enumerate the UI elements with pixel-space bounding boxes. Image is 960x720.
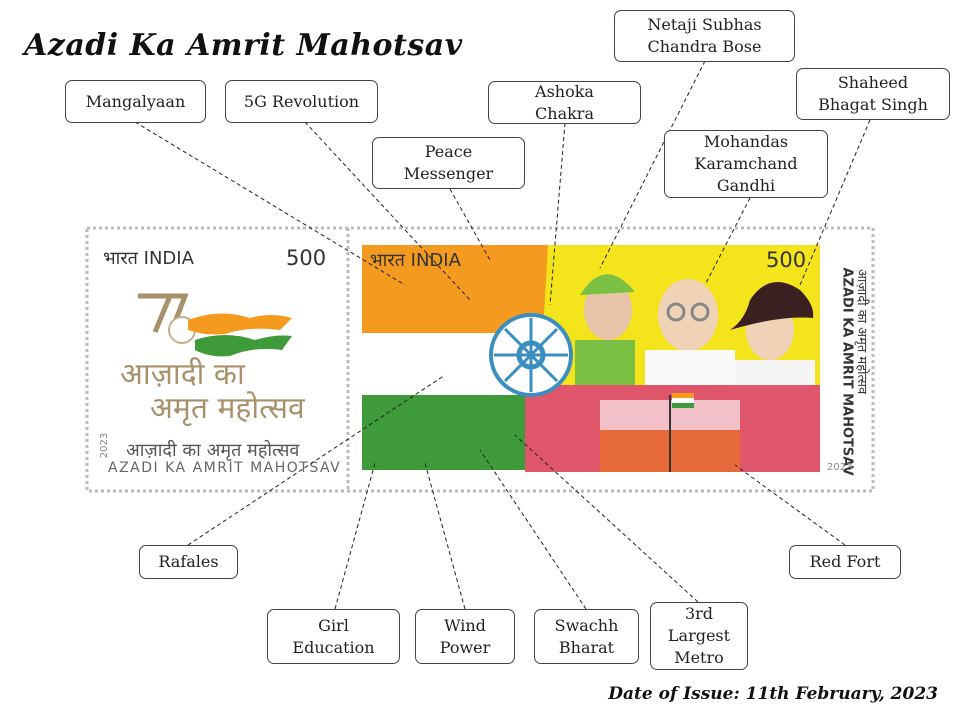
logo-line1: आज़ादी का bbox=[120, 357, 245, 392]
right-country-label: भारत INDIA bbox=[370, 250, 461, 271]
logo-line2: अमृत महोत्सव bbox=[150, 391, 305, 426]
label-bhagat-singh: Shaheed Bhagat Singh bbox=[796, 68, 950, 120]
line-peace bbox=[449, 188, 491, 261]
netaji-figure bbox=[575, 274, 635, 385]
line-redfort bbox=[734, 464, 846, 546]
label-gandhi: Mohandas Karamchand Gandhi bbox=[664, 130, 828, 198]
label-wind-power: Wind Power bbox=[415, 609, 515, 664]
label-ashoka-chakra: Ashoka Chakra bbox=[488, 81, 641, 124]
left-value: 500 bbox=[286, 246, 327, 270]
line-swachh bbox=[479, 449, 587, 610]
green-band bbox=[362, 395, 547, 470]
label-girl-education: Girl Education bbox=[267, 609, 400, 664]
label-rafales: Rafales bbox=[139, 545, 238, 579]
gandhi-figure bbox=[645, 279, 735, 385]
date-of-issue: Date of Issue: 11th February, 2023 bbox=[608, 684, 938, 704]
left-english-title: AZADI KA AMRIT MAHOTSAV bbox=[108, 460, 342, 476]
label-metro: 3rd Largest Metro bbox=[650, 602, 748, 670]
right-year: 2023 bbox=[827, 462, 853, 473]
label-peace-messenger: Peace Messenger bbox=[372, 137, 525, 189]
line-wind bbox=[424, 462, 466, 610]
left-country-label: भारत INDIA bbox=[103, 248, 194, 269]
label-red-fort: Red Fort bbox=[789, 545, 901, 579]
line-ashoka bbox=[549, 122, 566, 306]
line-netaji bbox=[599, 60, 706, 269]
line-mangalyaan bbox=[134, 121, 406, 286]
label-mangalyaan: Mangalyaan bbox=[65, 80, 206, 123]
line-rafales bbox=[187, 374, 446, 546]
amrit-mahotsav-logo bbox=[138, 293, 292, 357]
line-metro bbox=[514, 434, 699, 603]
diagram-title: Azadi Ka Amrit Mahotsav bbox=[24, 28, 463, 63]
bhagat-singh-figure bbox=[730, 282, 815, 385]
line-bhagat bbox=[799, 119, 871, 286]
line-gandhi bbox=[704, 197, 751, 286]
left-hindi-title: आज़ादी का अमृत महोत्सव bbox=[126, 440, 300, 461]
right-value: 500 bbox=[766, 248, 807, 272]
line-5g bbox=[304, 121, 471, 301]
label-swachh-bharat: Swachh Bharat bbox=[534, 609, 639, 664]
line-girl bbox=[334, 462, 376, 610]
label-netaji: Netaji Subhas Chandra Bose bbox=[614, 10, 795, 62]
label-5g-revolution: 5G Revolution bbox=[225, 80, 378, 123]
